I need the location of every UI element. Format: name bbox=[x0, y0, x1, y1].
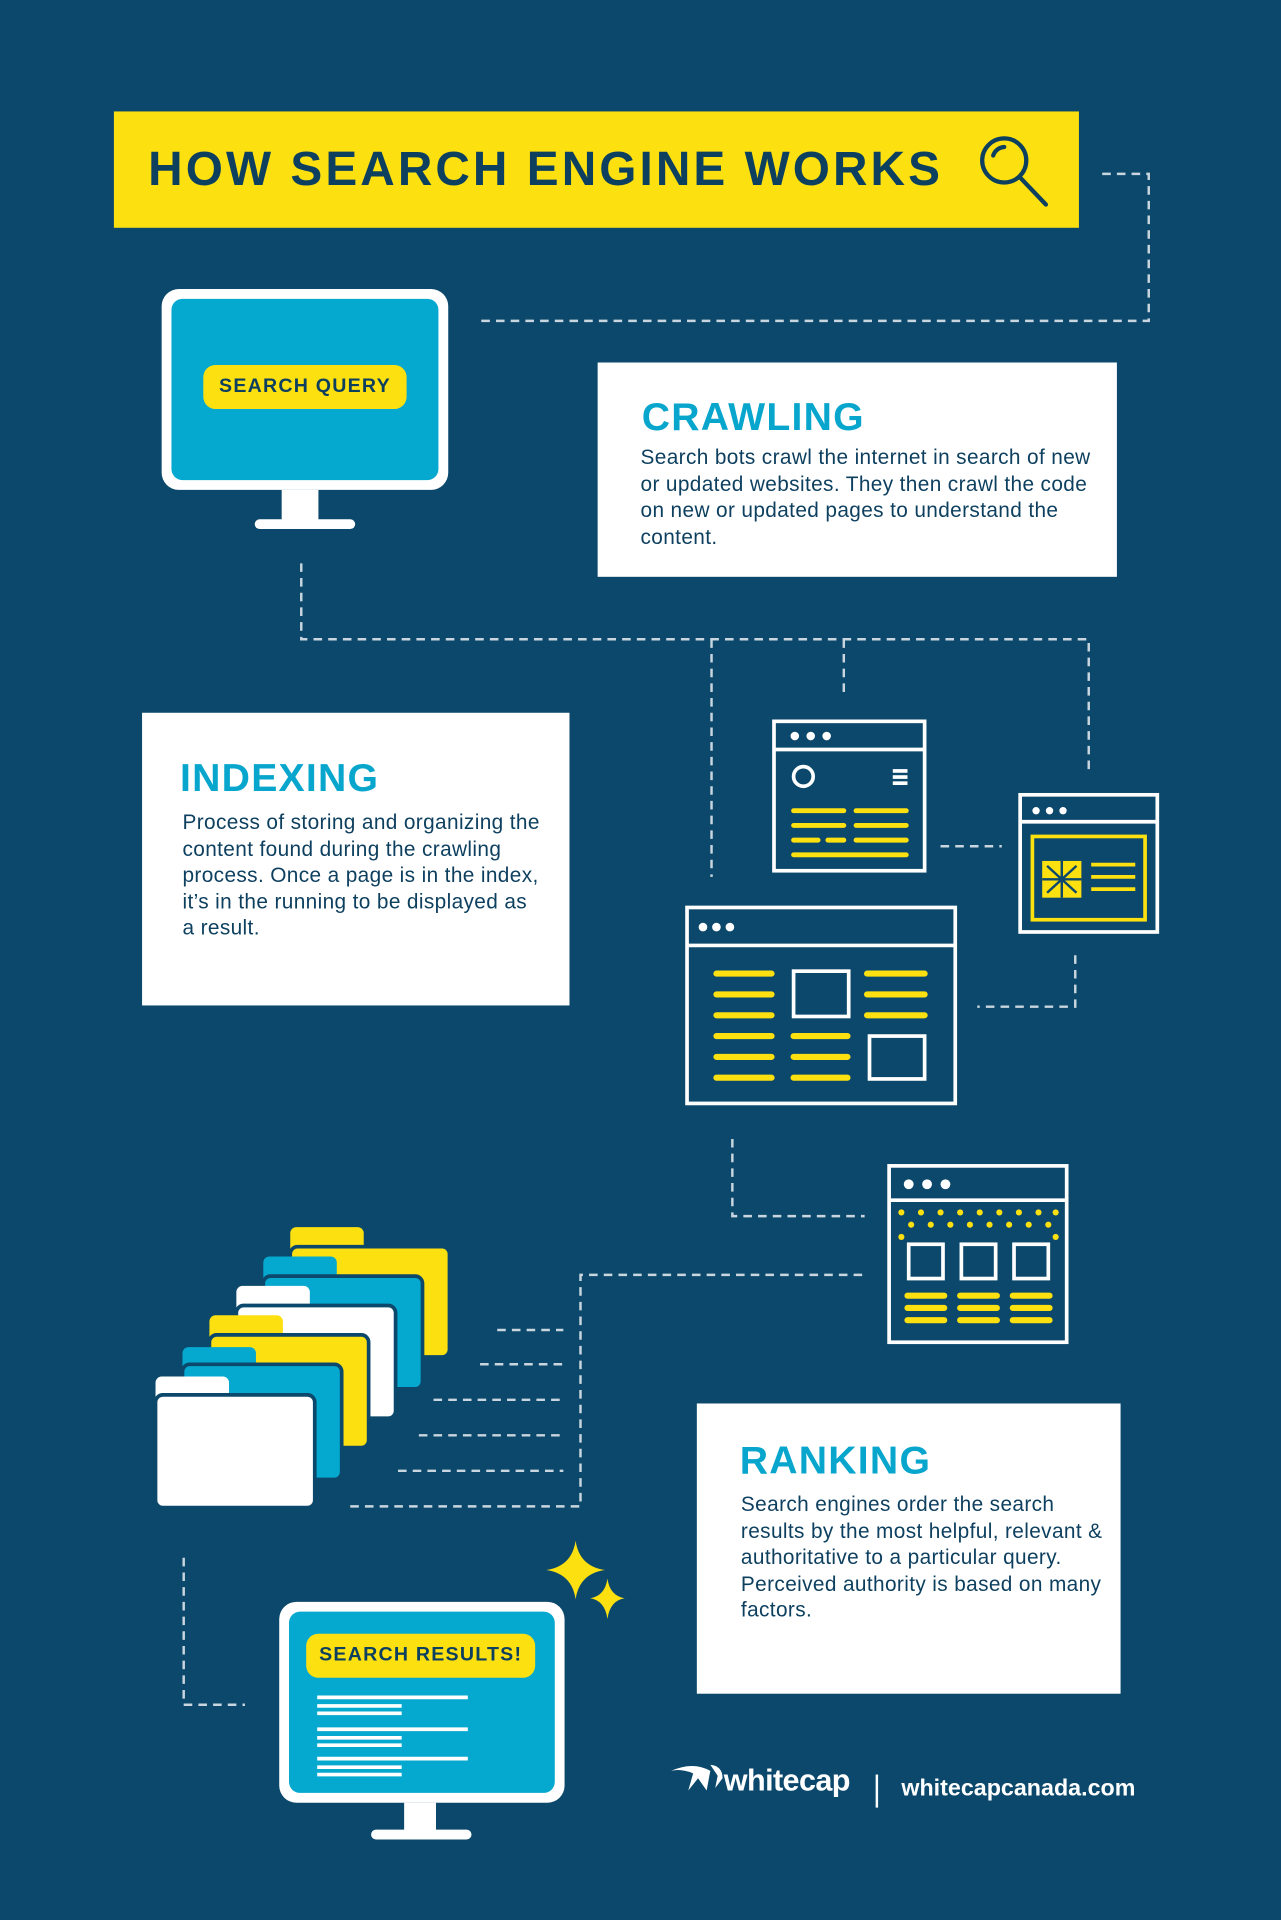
search-results-pill: SEARCH RESULTS! bbox=[306, 1633, 536, 1678]
crawling-title: CRAWLING bbox=[641, 394, 865, 439]
magnifier-icon bbox=[980, 136, 1049, 207]
website-link[interactable]: whitecapcanada.com bbox=[901, 1775, 1136, 1802]
search-query-pill: SEARCH QUERY bbox=[203, 364, 407, 410]
monitor-stand bbox=[404, 1802, 436, 1833]
connector-c-to-d bbox=[731, 1138, 865, 1218]
query-monitor: SEARCH QUERY bbox=[161, 289, 449, 490]
footer-divider bbox=[875, 1774, 879, 1808]
ranking-body: Search engines order the search results … bbox=[740, 1492, 1103, 1622]
connector-d-to-index bbox=[349, 1273, 863, 1508]
title-banner: HOW SEARCH ENGINE WORKS bbox=[113, 111, 1079, 228]
folder-1 bbox=[153, 1376, 317, 1510]
crawling-card: CRAWLING Search bots crawl the internet … bbox=[597, 362, 1117, 577]
ranking-card: RANKING Search engines order the search … bbox=[696, 1403, 1121, 1694]
crawling-body: Search bots crawl the internet in search… bbox=[640, 445, 1091, 549]
web-page-icon-a bbox=[772, 719, 927, 873]
connector-b-to-c bbox=[977, 955, 1077, 1008]
monitor-base bbox=[371, 1829, 472, 1840]
web-page-icon-c bbox=[685, 905, 958, 1106]
ranking-title: RANKING bbox=[739, 1437, 932, 1482]
brand-name: whitecap bbox=[723, 1763, 851, 1798]
page-title: HOW SEARCH ENGINE WORKS bbox=[148, 143, 944, 196]
result-lines bbox=[317, 1695, 468, 1777]
monitor-base bbox=[254, 519, 356, 530]
indexing-card: INDEXING Process of storing and organizi… bbox=[142, 712, 570, 1006]
web-page-icon-d bbox=[887, 1164, 1069, 1345]
indexing-title: INDEXING bbox=[180, 755, 380, 800]
connector-query-to-crawl bbox=[300, 563, 1090, 770]
connector-title-to-query bbox=[480, 172, 1150, 323]
results-monitor: SEARCH RESULTS! bbox=[279, 1601, 565, 1803]
monitor-stand bbox=[281, 489, 319, 522]
indexing-body: Process of storing and organizing the co… bbox=[182, 810, 540, 940]
web-page-icon-b bbox=[1018, 792, 1160, 934]
